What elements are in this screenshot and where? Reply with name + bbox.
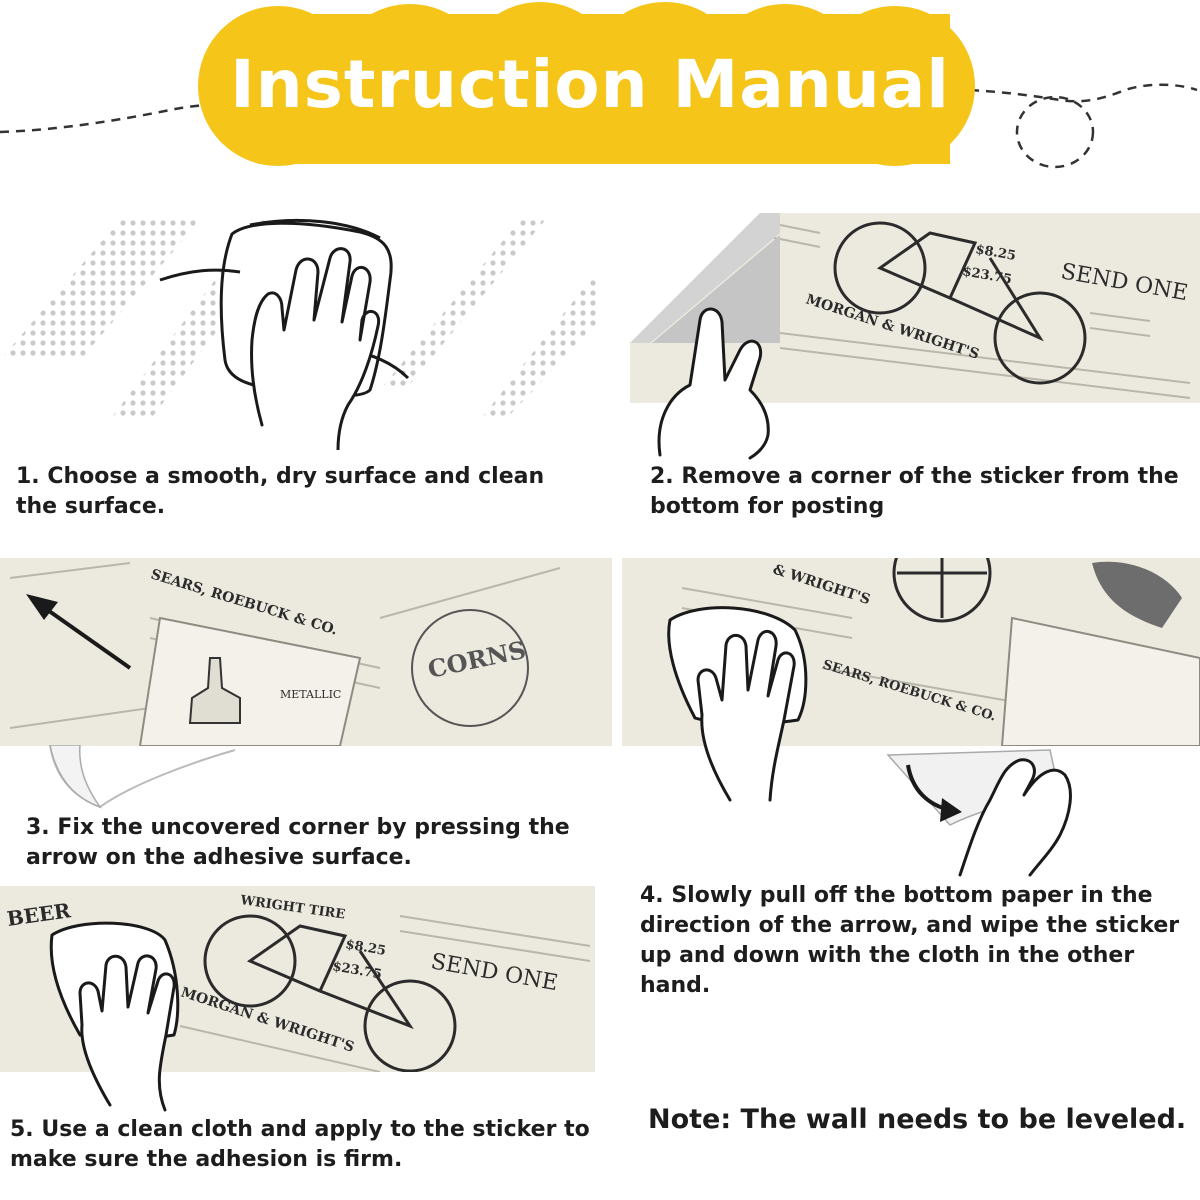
- step2-caption: 2. Remove a corner of the sticker from t…: [650, 462, 1195, 522]
- price-label: $23.75: [331, 959, 383, 982]
- step3-caption: 3. Fix the uncovered corner by pressing …: [26, 813, 606, 873]
- metallic-label: METALLIC: [280, 688, 341, 701]
- motion-line: [159, 268, 241, 282]
- step3-newspaper: SEARS, ROEBUCK & CO. METALLIC CORNS: [0, 558, 612, 746]
- morgan-label: MORGAN & WRIGHT'S: [804, 292, 981, 363]
- caption-line: 1. Choose a smooth, dry surface and clea…: [16, 464, 545, 489]
- clipping-panel: [1000, 616, 1200, 746]
- corn-label: CORNS: [425, 635, 528, 684]
- pull-arrow-head: [940, 798, 962, 822]
- backing-paper: [652, 235, 780, 343]
- step2-hand-icon: [657, 307, 770, 460]
- caption-line: up and down with the cloth in the other: [640, 943, 1135, 968]
- price-label: $8.25: [974, 242, 1017, 264]
- dotted-stripe: [0, 220, 200, 360]
- caption-line: hand.: [640, 973, 711, 998]
- dotted-stripe: [380, 220, 545, 390]
- backing-paper: [630, 213, 780, 343]
- bicycle-drawing: [833, 221, 1087, 385]
- price-label: $23.75: [961, 264, 1013, 287]
- wright-tire-label: WRIGHT TIRE: [238, 893, 346, 923]
- dashed-loop-decoration-right: [969, 83, 1198, 169]
- portrait-drawing: [1092, 561, 1182, 628]
- step1-illustration: [0, 218, 600, 450]
- caption-line: 5. Use a clean cloth and apply to the st…: [10, 1117, 590, 1142]
- pulling-hand-icon: [958, 758, 1072, 877]
- hand-icon: [78, 954, 176, 1112]
- caption-line: arrow on the adhesive surface.: [26, 845, 412, 870]
- dashed-decoration-left: [0, 102, 229, 134]
- note-text: Note: The wall needs to be leveled.: [648, 1104, 1187, 1135]
- page-title: Instruction Manual: [230, 46, 950, 123]
- hand-icon: [696, 630, 796, 802]
- step4-caption: 4. Slowly pull off the bottom paper in t…: [640, 881, 1195, 1001]
- caption-line: the surface.: [16, 494, 166, 519]
- bicycle-wheel-drawing: [892, 558, 992, 623]
- step5-hand-illustration: [49, 921, 180, 1112]
- caption-line: 2. Remove a corner of the sticker from t…: [650, 464, 1179, 489]
- direction-arrow-shaft: [40, 604, 132, 670]
- header-band: [258, 14, 950, 164]
- caption-line: bottom for posting: [650, 494, 885, 519]
- step5-caption: 5. Use a clean cloth and apply to the st…: [10, 1115, 600, 1175]
- step3-curl-icon: [49, 745, 236, 809]
- hand-icon: [250, 247, 381, 450]
- send-one-label: SEND ONE: [1059, 259, 1190, 306]
- caption-line: 3. Fix the uncovered corner by pressing …: [26, 815, 570, 840]
- step4-hands-illustration: [667, 606, 1072, 877]
- caption-line: direction of the arrow, and wipe the sti…: [640, 913, 1180, 938]
- caption-line: 4. Slowly pull off the bottom paper in t…: [640, 883, 1153, 908]
- direction-arrow-icon: [26, 594, 58, 620]
- clipping-panel: [138, 616, 362, 746]
- send-one-label: SEND ONE: [429, 949, 560, 996]
- step1-caption: 1. Choose a smooth, dry surface and clea…: [16, 462, 596, 522]
- bicycle-drawing: [203, 914, 457, 1072]
- corn-seal: [411, 609, 529, 727]
- caption-line: make sure the adhesion is firm.: [10, 1147, 403, 1172]
- price-label: $8.25: [344, 937, 387, 959]
- lamp-drawing: [188, 657, 241, 724]
- dotted-stripe: [480, 280, 600, 420]
